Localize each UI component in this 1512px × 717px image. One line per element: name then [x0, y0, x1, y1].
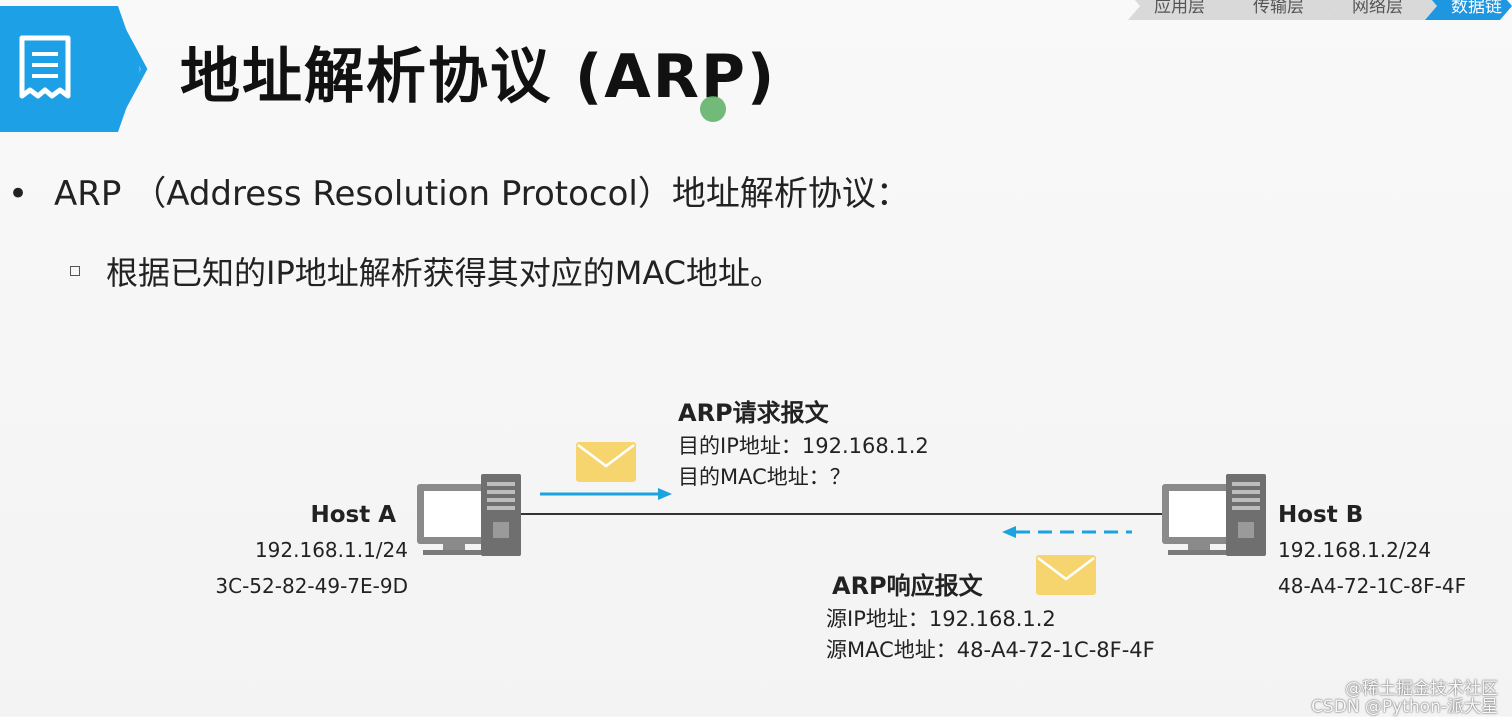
tab-transport-layer[interactable]: 传输层 [1227, 0, 1338, 20]
request-title: ARP请求报文 [678, 399, 829, 427]
bullet-sub-text: 根据已知的IP地址解析获得其对应的MAC地址。 [106, 254, 783, 292]
bullet-sub: 根据已知的IP地址解析获得其对应的MAC地址。 [70, 248, 782, 294]
host-b-ip: 192.168.1.2/24 [1278, 538, 1432, 562]
page-title: 地址解析协议 (ARP) [180, 42, 777, 112]
bullet-main-text: ARP （Address Resolution Protocol）地址解析协议： [54, 174, 910, 214]
host-a-mac: 3C-52-82-49-7E-9D [215, 574, 408, 598]
request-dest-mac: 目的MAC地址：？ [678, 465, 851, 489]
response-src-ip: 源IP地址：192.168.1.2 [826, 607, 1056, 631]
tab-application-layer[interactable]: 应用层 [1128, 0, 1239, 20]
host-a-ip: 192.168.1.1/24 [254, 538, 408, 562]
watermark-csdn: CSDN @Python-派大星 [1311, 697, 1498, 717]
envelope-icon-request [574, 440, 638, 484]
response-src-mac: 源MAC地址：48-A4-72-1C-8F-4F [826, 638, 1155, 662]
computer-icon-host-b [1162, 474, 1266, 556]
host-a-name: Host A [310, 502, 396, 528]
watermark-juejin: @稀土掘金技术社区 [1345, 679, 1498, 699]
pointer-indicator [700, 96, 726, 122]
chevron-icon [108, 6, 148, 132]
request-arrow-head [658, 488, 672, 500]
response-arrow-head [1002, 526, 1016, 538]
tab-data-link-layer[interactable]: 数据链 [1425, 0, 1512, 20]
document-icon [19, 35, 71, 99]
host-b-mac: 48-A4-72-1C-8F-4F [1278, 574, 1467, 598]
layer-tabs: 应用层 传输层 网络层 数据链 [1140, 0, 1512, 20]
host-b-name: Host B [1278, 502, 1364, 528]
tab-network-layer[interactable]: 网络层 [1326, 0, 1437, 20]
bullet-dot: • [8, 174, 29, 214]
envelope-icon-response [1034, 553, 1098, 597]
computer-icon-host-a [417, 474, 521, 556]
request-dest-ip: 目的IP地址：192.168.1.2 [678, 434, 929, 458]
response-title: ARP响应报文 [832, 572, 983, 600]
bullet-main: • ARP （Address Resolution Protocol）地址解析协议… [8, 166, 910, 215]
bullet-square-icon [70, 266, 80, 276]
